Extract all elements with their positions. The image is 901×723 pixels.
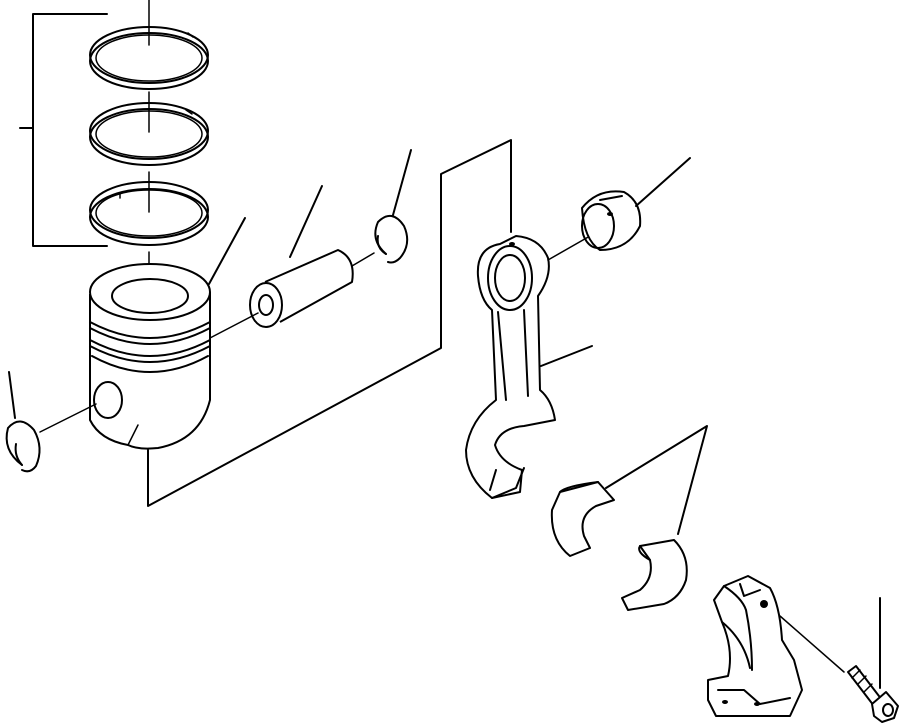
pin-axis-line-3 <box>351 252 375 267</box>
rod-group-bracket <box>147 139 512 507</box>
snap-ring-left <box>5 371 41 473</box>
piston-ring-second <box>89 102 209 166</box>
ring-set-bracket <box>19 13 108 247</box>
piston-ring-top <box>89 26 209 90</box>
piston <box>89 217 246 450</box>
piston-pin <box>249 185 354 328</box>
rod-axis-line <box>547 235 591 261</box>
pin-axis-line <box>209 312 259 339</box>
bolt-axis-line <box>779 615 845 673</box>
pin-axis-line-2 <box>39 403 97 433</box>
bearing-shell-lower <box>621 539 688 611</box>
snap-ring-right <box>374 149 412 264</box>
connecting-rod <box>465 235 593 499</box>
bearing-shells-bracket <box>605 425 708 535</box>
rod-bolt <box>847 597 899 723</box>
bearing-shell-upper <box>550 481 615 557</box>
piston-ring-oil <box>89 181 209 246</box>
small-end-bushing <box>581 157 691 251</box>
connecting-rod-cap <box>707 575 803 717</box>
